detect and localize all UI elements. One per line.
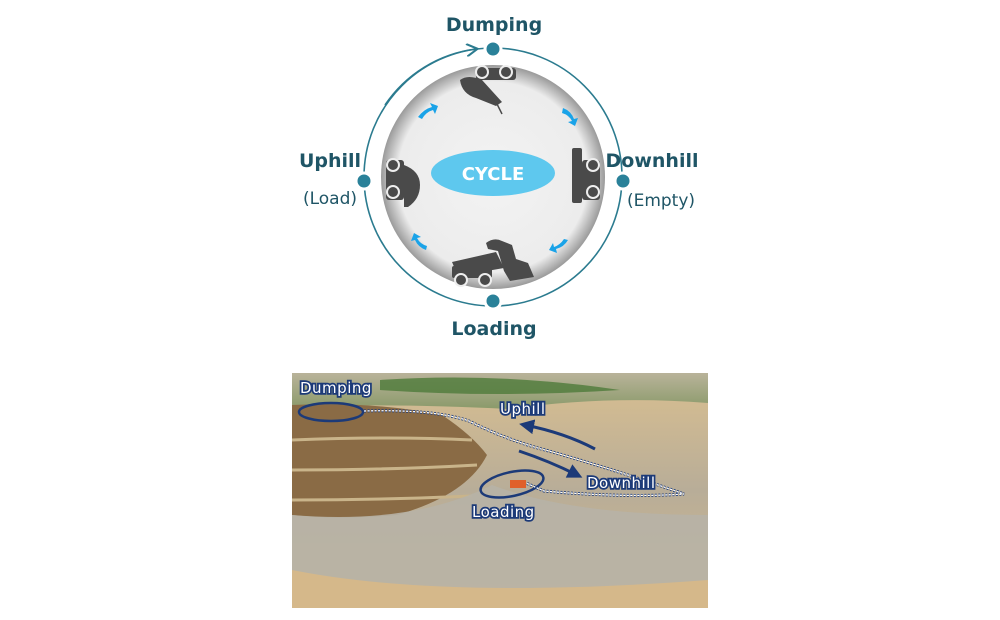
ring-arrow-icon <box>384 49 476 106</box>
flow-arrow-icon <box>418 103 438 119</box>
flow-arrow-icon <box>562 108 578 126</box>
stage-label-uphill: Uphill <box>299 150 361 172</box>
mine-photo: Dumping Uphill Downhill Loading <box>292 373 708 608</box>
vehicles <box>386 65 600 287</box>
downhill-truck-icon <box>572 148 600 203</box>
flow-arrows <box>411 103 578 253</box>
stage-sublabel-empty: (Empty) <box>627 191 695 211</box>
photo-label-downhill: Downhill <box>587 474 656 492</box>
photo-label-dumping: Dumping <box>300 379 372 397</box>
flow-arrow-icon <box>549 239 568 253</box>
dumping-area-marker <box>297 401 365 423</box>
photo-label-loading: Loading <box>472 503 535 521</box>
node-downhill <box>613 171 633 191</box>
stage-label-downhill: Downhill <box>606 150 699 172</box>
loading-truck-excavator-icon <box>452 239 534 287</box>
cycle-center-badge <box>431 150 555 196</box>
node-dumping <box>483 39 503 59</box>
node-loading <box>483 291 503 311</box>
cycle-diagram: CYCLE <box>299 14 699 340</box>
dumping-truck-icon <box>460 65 516 115</box>
flow-arrow-icon <box>411 233 427 250</box>
uphill-arrow-icon <box>519 419 596 451</box>
downhill-arrow-icon <box>518 449 583 478</box>
node-uphill <box>354 171 374 191</box>
loading-area-marker <box>479 469 545 499</box>
stage-label-dumping: Dumping <box>446 14 542 36</box>
photo-label-uphill: Uphill <box>500 400 546 418</box>
cycle-center-label: CYCLE <box>462 164 525 185</box>
stage-nodes <box>354 39 633 311</box>
uphill-truck-icon <box>386 158 420 207</box>
stage-sublabel-load: (Load) <box>303 189 357 209</box>
stage-label-loading: Loading <box>451 318 536 340</box>
